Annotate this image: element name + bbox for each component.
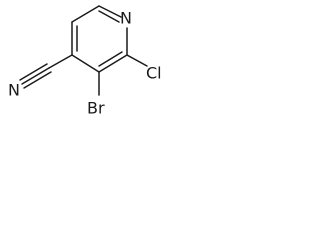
ring-bond-c6-c5 [71, 5, 100, 23]
atom-label-chlorine: Cl [146, 64, 162, 83]
ring-bond-n1-c6 [98, 5, 122, 18]
nitrile-triple-bond-c [23, 71, 52, 89]
ring-double-bond-inner-3 [98, 51, 123, 67]
atom-label-bromine: Br [87, 99, 105, 118]
ring-double-bond-inner-1 [98, 10, 120, 23]
molecule-diagram: N Cl Br N [0, 0, 192, 133]
ring-bond-c4-c3 [71, 54, 100, 73]
ring-bond-c3-c2 [98, 54, 128, 73]
atom-label-nitrile-nitrogen: N [8, 81, 20, 100]
bond-ring-to-nitrile-carbon [48, 54, 73, 69]
bond-ring-to-cl [126, 54, 148, 67]
molecule-structure: N Cl Br N [8, 5, 162, 118]
atom-label-ring-nitrogen: N [120, 9, 132, 28]
nitrile-triple-bond-b [19, 63, 48, 81]
nitrile-triple-bond-a [21, 67, 50, 85]
